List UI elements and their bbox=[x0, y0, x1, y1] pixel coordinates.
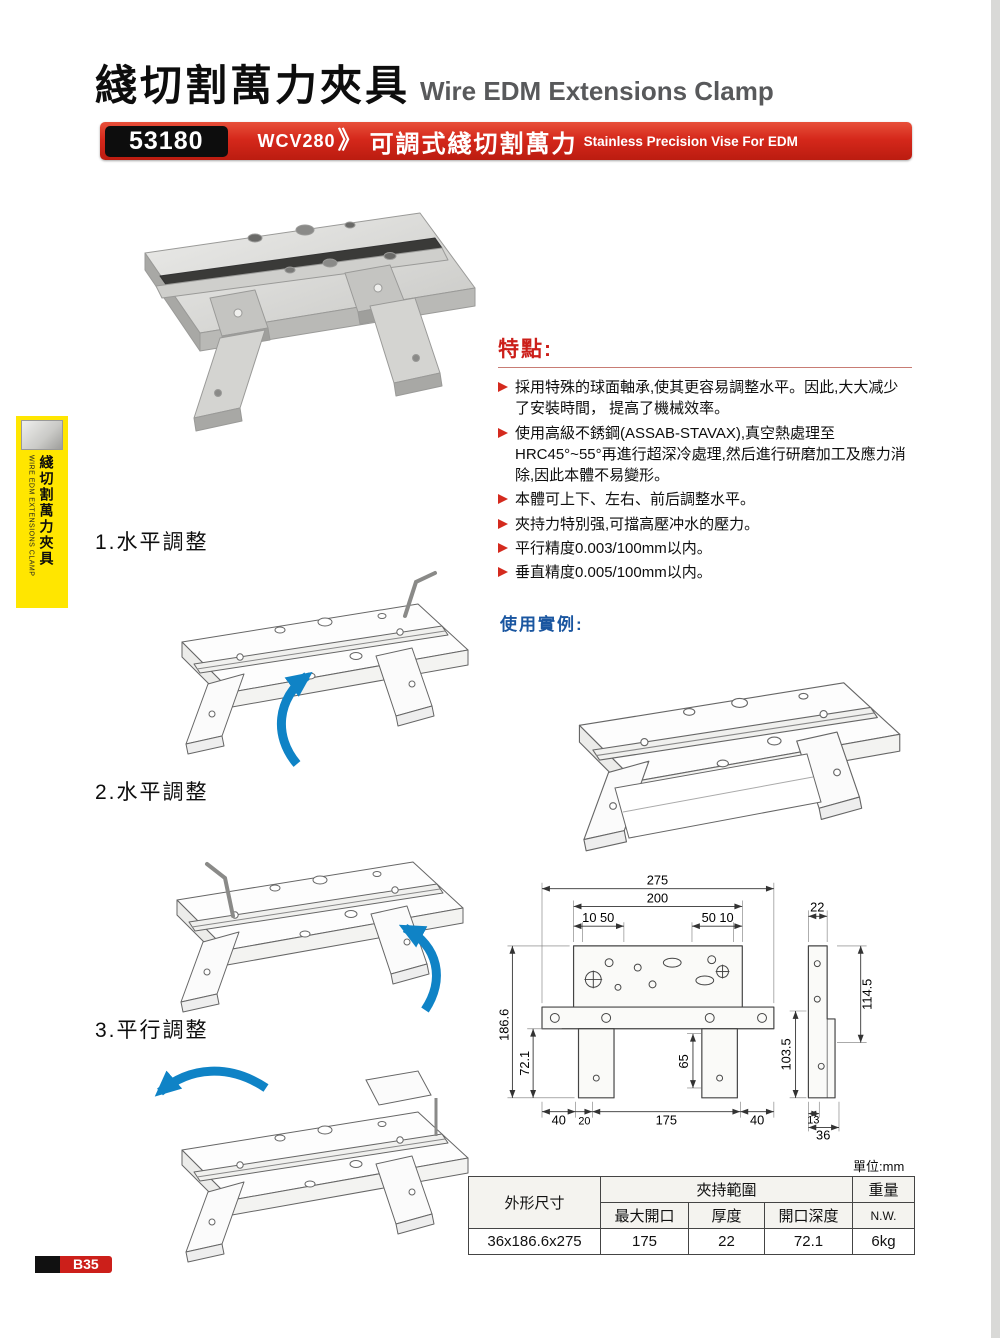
triangle-bullet-icon bbox=[498, 518, 508, 529]
model-code: WCV280 bbox=[257, 130, 336, 151]
page-title: 綫切割萬力夾具 Wire EDM Extensions Clamp bbox=[95, 52, 774, 113]
movable-jaw bbox=[365, 1070, 432, 1106]
spec-value-thickness: 22 bbox=[688, 1228, 765, 1255]
product-name-zh: 可調式綫切割萬力 bbox=[369, 130, 578, 158]
feature-text: 夾持力特別强,可擋高壓冲水的壓力。 bbox=[515, 515, 760, 533]
feature-item: 夾持力特別强,可擋高壓冲水的壓力。 bbox=[498, 514, 912, 535]
usage-example-illustration bbox=[578, 682, 901, 852]
usage-example-heading: 使用實例: bbox=[500, 615, 584, 634]
feature-text: 本體可上下、左右、前后調整水平。 bbox=[515, 491, 756, 509]
adjust-arrow-icon bbox=[154, 1066, 269, 1097]
dimension-drawing: 275 200 10 50 50 10 186.6 72.1 65 40 20 … bbox=[496, 873, 875, 1143]
dim-total-height: 186.6 bbox=[496, 1009, 511, 1041]
sidebar-label-en: WIRE EDM EXTENSIONS CLAMP bbox=[27, 455, 35, 577]
item-number-badge: 53180 bbox=[105, 125, 228, 157]
spec-col-range: 夾持範圍 bbox=[600, 1176, 853, 1203]
spec-sub-thickness: 厚度 bbox=[688, 1202, 765, 1229]
page-title-zh: 綫切割萬力夾具 bbox=[95, 62, 411, 109]
spec-value-depth: 72.1 bbox=[764, 1228, 853, 1255]
feature-text: 使用高級不銹鋼(ASSAB-STAVAX),真空熱處理至HRC45°~55°再進… bbox=[515, 424, 906, 485]
page-title-en: Wire EDM Extensions Clamp bbox=[420, 76, 774, 106]
features-list: 採用特殊的球面軸承,使其更容易調整水平。因此,大大减少了安裝時間， 提高了機械效… bbox=[498, 377, 912, 584]
step3-illustration bbox=[154, 1066, 469, 1263]
sidebar-category-tab: 綫切割萬力夾具 WIRE EDM EXTENSIONS CLAMP bbox=[16, 416, 68, 608]
feature-text: 平行精度0.003/100mm以内。 bbox=[515, 540, 712, 558]
page-edge-strip bbox=[991, 0, 1000, 1338]
spec-value-outline: 36x186.6x275 bbox=[468, 1228, 601, 1255]
dim-total-width: 275 bbox=[647, 873, 668, 888]
dim-inner-height: 65 bbox=[676, 1054, 691, 1068]
feature-item: 採用特殊的球面軸承,使其更容易調整水平。因此,大大减少了安裝時間， 提高了機械效… bbox=[498, 377, 912, 420]
step2-illustration bbox=[176, 861, 464, 1013]
adjust-arrow-icon bbox=[398, 924, 441, 1013]
step1-illustration bbox=[181, 571, 469, 767]
dim-side-upper: 114.5 bbox=[860, 979, 875, 1010]
dim-bottom-40-left: 40 bbox=[552, 1112, 566, 1127]
footer: B35 bbox=[35, 1256, 112, 1273]
spec-col-outline: 外形尺寸 bbox=[468, 1176, 601, 1229]
dim-side-width: 22 bbox=[810, 899, 824, 914]
step2-label: 2.水平調整 bbox=[95, 781, 209, 804]
sidebar-label-zh: 綫切割萬力夾具 bbox=[38, 455, 55, 567]
dim-bottom-20: 20 bbox=[578, 1115, 590, 1127]
spec-row: 36x186.6x275 175 22 72.1 6kg bbox=[468, 1228, 915, 1255]
adjust-arrow-icon bbox=[276, 671, 313, 767]
spec-value-weight: 6kg bbox=[852, 1228, 915, 1255]
dim-pair-right: 50 10 bbox=[702, 910, 734, 925]
dim-bottom-175: 175 bbox=[656, 1112, 677, 1127]
feature-item: 平行精度0.003/100mm以内。 bbox=[498, 538, 912, 559]
product-name-en: Stainless Precision Vise For EDM bbox=[583, 133, 798, 149]
page-number-badge: B35 bbox=[60, 1256, 112, 1273]
triangle-bullet-icon bbox=[498, 494, 508, 505]
sidebar-thumbnail bbox=[21, 420, 63, 450]
hex-key-icon bbox=[403, 571, 437, 618]
product-photo bbox=[144, 212, 476, 432]
spec-col-weight: 重量 bbox=[852, 1176, 915, 1203]
step3-label: 3.平行調整 bbox=[95, 1019, 209, 1042]
triangle-bullet-icon bbox=[498, 427, 508, 438]
unit-label: 單位:mm bbox=[853, 1159, 905, 1174]
product-banner: 53180 WCV280 》 可調式綫切割萬力 Stainless Precis… bbox=[100, 122, 912, 160]
dim-side-lower: 103.5 bbox=[779, 1038, 794, 1070]
footer-bar bbox=[35, 1256, 60, 1273]
dim-plate-width: 200 bbox=[647, 890, 668, 905]
feature-item: 垂直精度0.005/100mm以内。 bbox=[498, 562, 912, 583]
dim-pair-left: 10 50 bbox=[582, 910, 614, 925]
dim-side-13: 13 bbox=[807, 1114, 819, 1126]
feature-item: 使用高級不銹鋼(ASSAB-STAVAX),真空熱處理至HRC45°~55°再進… bbox=[498, 423, 912, 487]
dim-opening-depth: 72.1 bbox=[517, 1051, 532, 1076]
features-section: 特點: 採用特殊的球面軸承,使其更容易調整水平。因此,大大减少了安裝時間， 提高… bbox=[498, 333, 912, 587]
chevron-right-icon: 》 bbox=[337, 127, 362, 154]
spec-col-weight-sub: N.W. bbox=[852, 1202, 915, 1229]
triangle-bullet-icon bbox=[498, 567, 508, 578]
dim-side-36: 36 bbox=[816, 1127, 830, 1142]
spec-value-max-open: 175 bbox=[600, 1228, 689, 1255]
spec-sub-max-open: 最大開口 bbox=[600, 1202, 689, 1229]
features-heading: 特點: bbox=[498, 333, 912, 368]
dim-bottom-40-right: 40 bbox=[750, 1112, 764, 1127]
hex-key-icon bbox=[205, 862, 235, 918]
triangle-bullet-icon bbox=[498, 382, 508, 392]
feature-text: 垂直精度0.005/100mm以内。 bbox=[515, 564, 712, 582]
spec-table: 外形尺寸 夾持範圍 重量 最大開口 厚度 開口深度 N.W. 36x186.6x… bbox=[468, 1176, 915, 1255]
feature-item: 本體可上下、左右、前后調整水平。 bbox=[498, 489, 912, 510]
triangle-bullet-icon bbox=[498, 543, 508, 554]
feature-text: 採用特殊的球面軸承,使其更容易調整水平。因此,大大减少了安裝時間， 提高了機械效… bbox=[515, 379, 899, 418]
step1-label: 1.水平調整 bbox=[95, 531, 209, 554]
spec-sub-depth: 開口深度 bbox=[764, 1202, 853, 1229]
